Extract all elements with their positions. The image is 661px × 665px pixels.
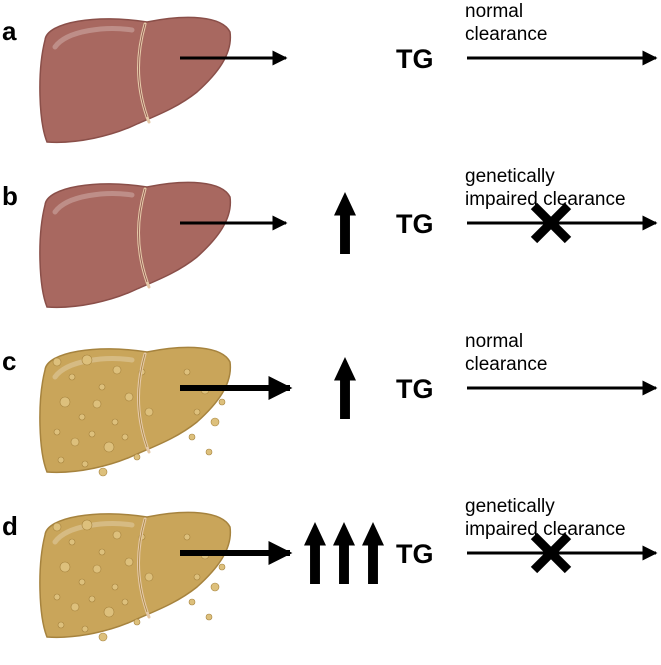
- tg-increase-arrow: [362, 522, 384, 584]
- tg-label: TG: [396, 209, 434, 239]
- fat-droplet: [183, 533, 191, 541]
- tg-increase-arrow: [334, 192, 356, 254]
- tg-label: TG: [396, 374, 434, 404]
- fat-droplet: [133, 618, 141, 626]
- fat-droplet: [92, 564, 102, 574]
- tg-label: TG: [396, 44, 434, 74]
- fat-droplet: [218, 563, 226, 571]
- clearance-label-line: clearance: [465, 24, 547, 45]
- clearance-label-line: impaired clearance: [465, 519, 626, 540]
- fat-droplet: [103, 606, 115, 618]
- tg-increase-arrow: [333, 522, 355, 584]
- panel-letter: a: [2, 16, 17, 46]
- fat-droplet: [124, 557, 134, 567]
- clearance-label-line: clearance: [465, 354, 547, 375]
- fat-droplet: [52, 357, 62, 367]
- clearance-label-line: normal: [465, 1, 523, 22]
- blocked-cross-icon: [530, 532, 572, 574]
- fat-droplet: [124, 392, 134, 402]
- falciform-ligament-edge: [138, 23, 148, 118]
- fat-droplet: [103, 441, 115, 453]
- clearance-label-line: genetically: [465, 166, 555, 187]
- clearance-label-line: normal: [465, 331, 523, 352]
- liver-highlight: [52, 191, 135, 215]
- fat-droplet: [59, 396, 71, 408]
- fat-droplet: [52, 522, 62, 532]
- tg-label: TG: [396, 539, 434, 569]
- fat-droplet: [68, 373, 76, 381]
- blocked-cross-icon: [530, 202, 572, 244]
- clearance-label-line: genetically: [465, 496, 555, 517]
- fat-droplet: [111, 583, 119, 591]
- fat-droplet: [57, 621, 65, 629]
- falciform-ligament-edge: [138, 353, 148, 448]
- fat-droplet: [121, 433, 129, 441]
- panel-letter: c: [2, 346, 16, 376]
- fat-droplet: [88, 595, 96, 603]
- fat-droplet: [112, 365, 122, 375]
- fat-droplet: [78, 578, 86, 586]
- fat-droplet: [111, 418, 119, 426]
- fat-droplet: [183, 368, 191, 376]
- fat-droplet: [92, 399, 102, 409]
- fat-droplet: [98, 548, 106, 556]
- fatty-liver-shape: [39, 346, 232, 474]
- clearance-label-line: impaired clearance: [465, 189, 626, 210]
- fat-droplet: [81, 460, 89, 468]
- liver-highlight: [52, 26, 135, 50]
- healthy-liver-shape: [39, 181, 232, 309]
- fat-droplet: [210, 582, 220, 592]
- fat-droplet: [53, 593, 61, 601]
- fat-droplet: [68, 538, 76, 546]
- panel-letter: d: [2, 511, 18, 541]
- fat-droplet: [98, 467, 108, 477]
- fat-droplet: [81, 625, 89, 633]
- fatty-liver-shape: [39, 511, 232, 639]
- fat-droplet: [218, 398, 226, 406]
- fat-droplet: [112, 530, 122, 540]
- fat-droplet: [193, 573, 201, 581]
- tg-increase-arrow: [304, 522, 326, 584]
- fat-droplet: [81, 519, 93, 531]
- tg-increase-arrow: [334, 357, 356, 419]
- fat-droplet: [205, 613, 213, 621]
- panel-letter: b: [2, 181, 18, 211]
- fat-droplet: [70, 602, 80, 612]
- fat-droplet: [78, 413, 86, 421]
- fat-droplet: [133, 453, 141, 461]
- falciform-ligament-edge: [138, 518, 148, 613]
- fat-droplet: [53, 428, 61, 436]
- fat-droplet: [193, 408, 201, 416]
- fat-droplet: [81, 354, 93, 366]
- fat-droplet: [188, 433, 196, 441]
- fat-droplet: [59, 561, 71, 573]
- fat-droplet: [70, 437, 80, 447]
- healthy-liver-shape: [39, 16, 232, 144]
- fat-droplet: [188, 598, 196, 606]
- fat-droplet: [88, 430, 96, 438]
- fat-droplet: [98, 383, 106, 391]
- fat-droplet: [57, 456, 65, 464]
- fat-droplet: [144, 572, 154, 582]
- fat-droplet: [210, 417, 220, 427]
- fat-droplet: [144, 407, 154, 417]
- fat-droplet: [121, 598, 129, 606]
- fat-droplet: [205, 448, 213, 456]
- fat-droplet: [98, 632, 108, 642]
- falciform-ligament-edge: [138, 188, 148, 283]
